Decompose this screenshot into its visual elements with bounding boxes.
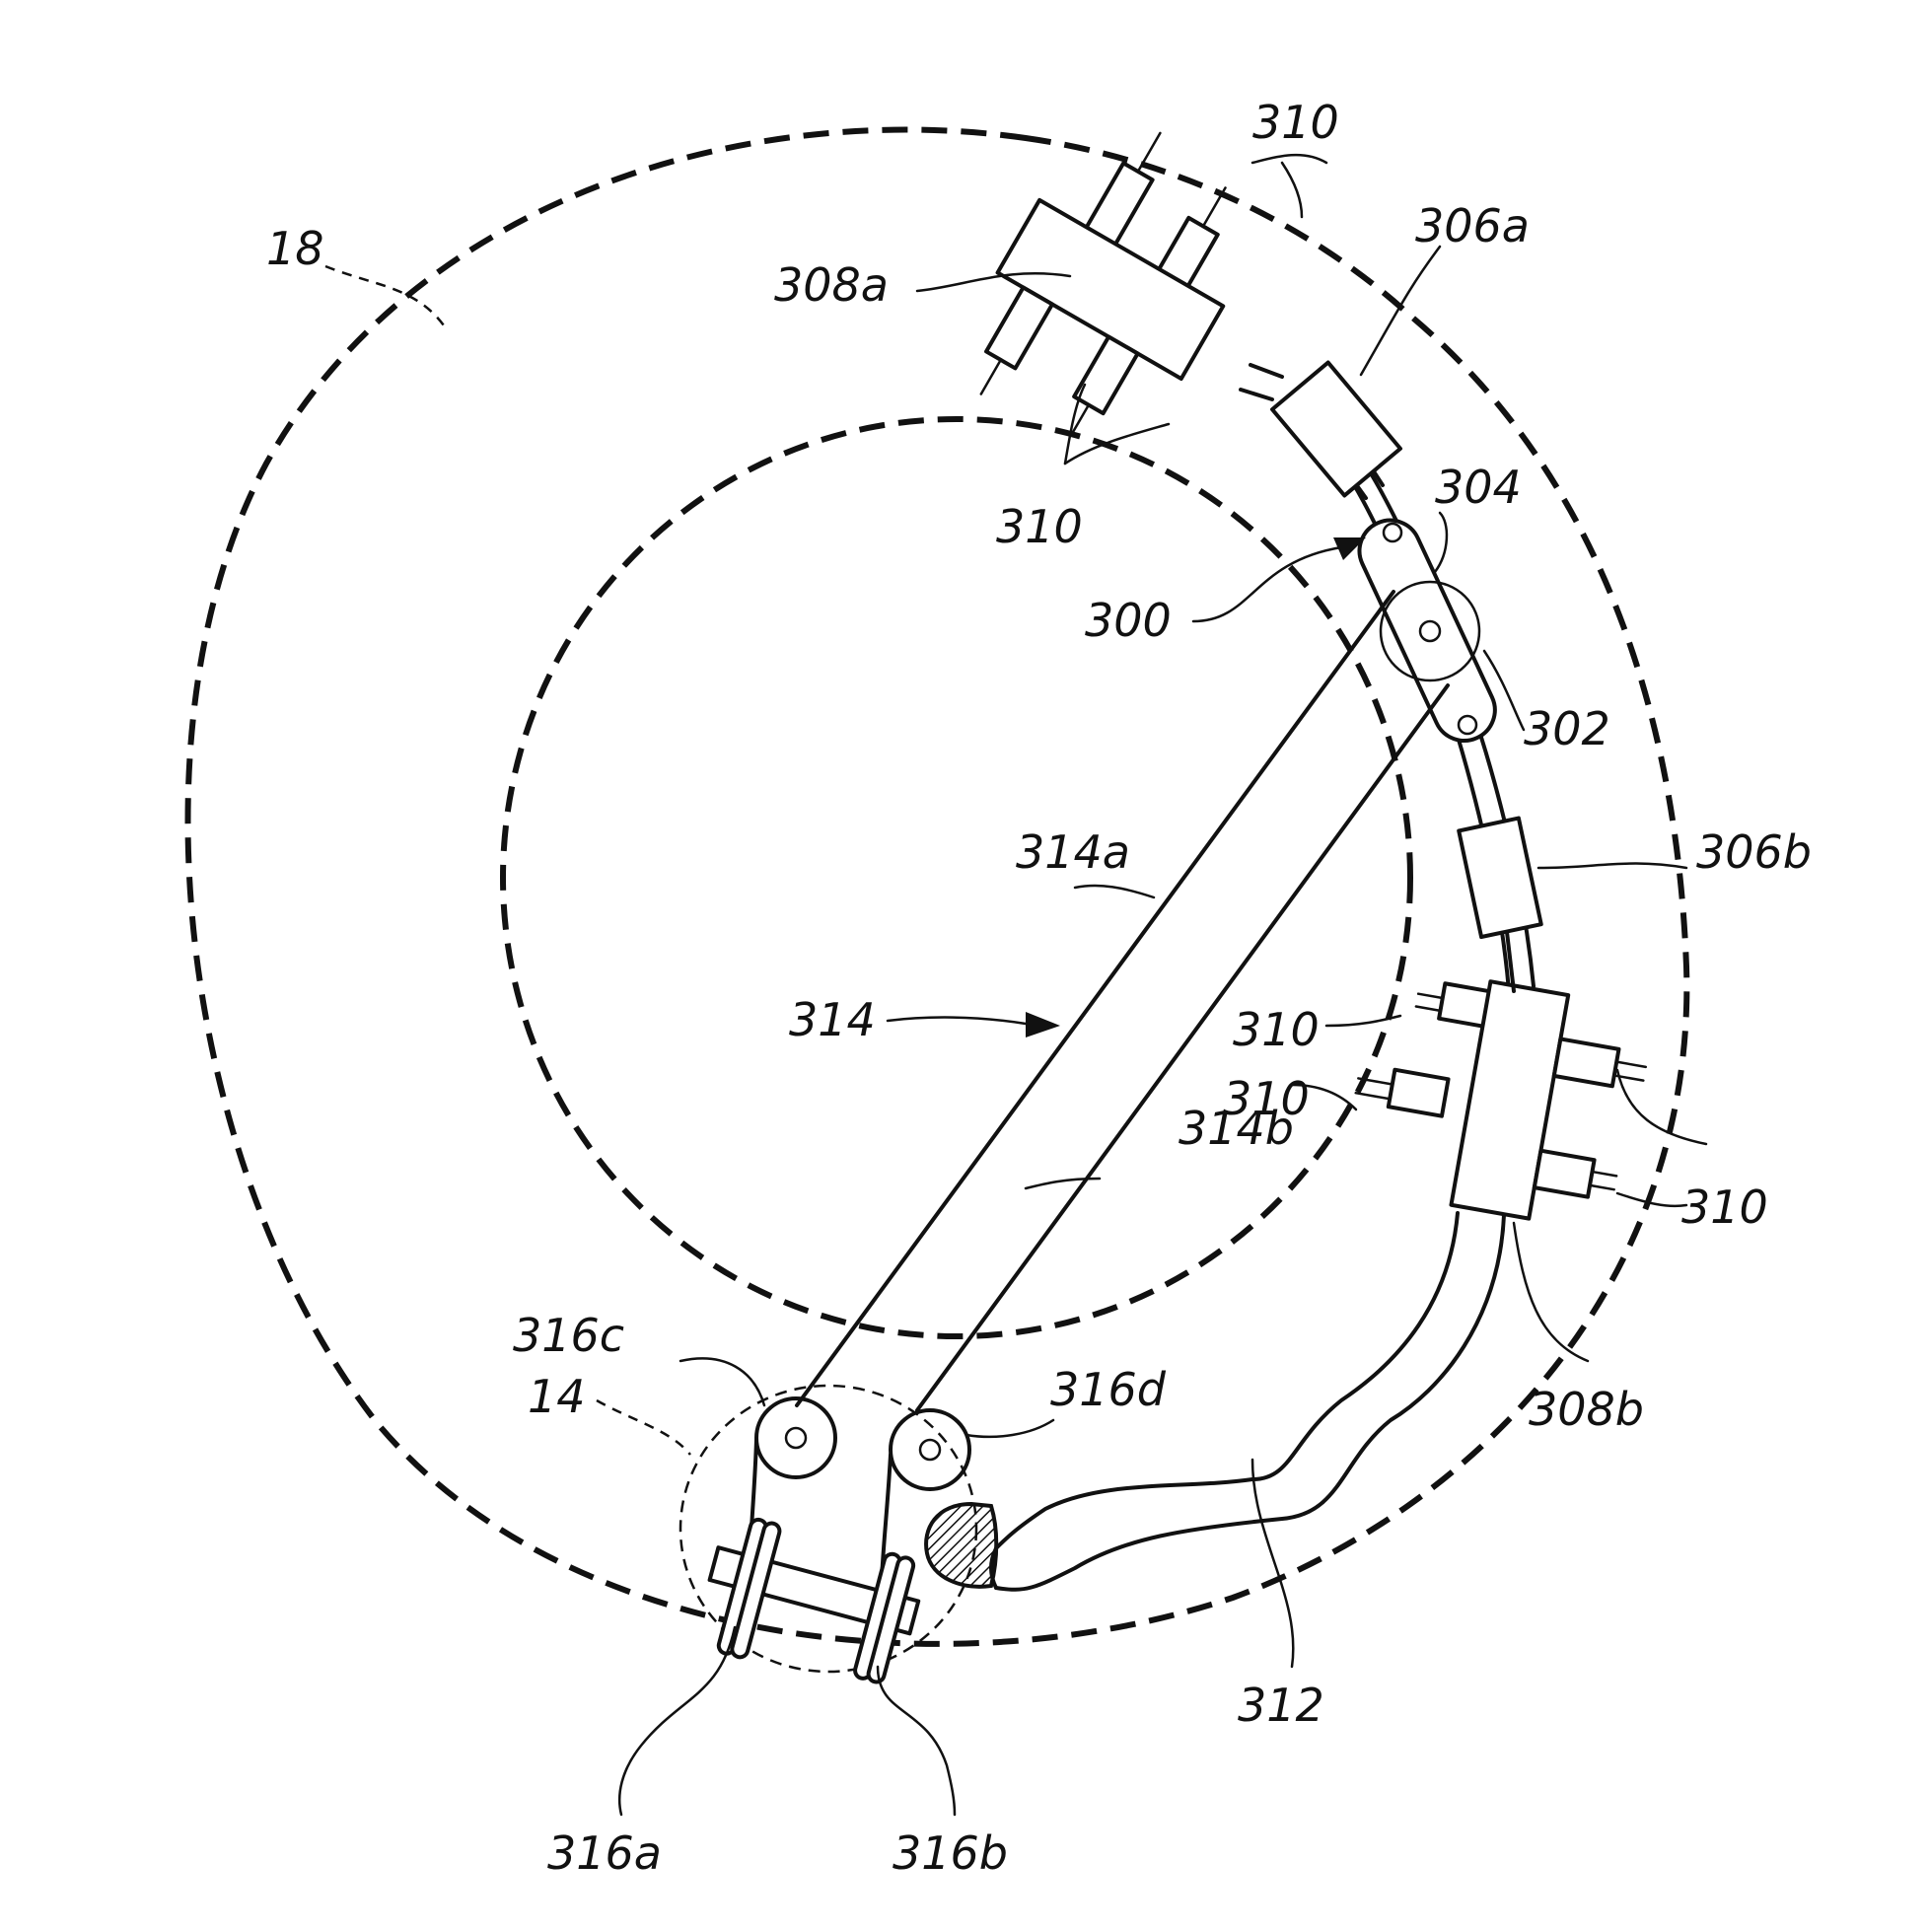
block-306b (1459, 819, 1541, 937)
label-316a: 316a (547, 1826, 662, 1880)
label-314b: 314b (1179, 1102, 1294, 1155)
top-connector-2 (1241, 390, 1272, 399)
label-306a: 306a (1415, 199, 1530, 252)
label-302: 302 (1524, 702, 1610, 755)
leader-316c (680, 1358, 764, 1405)
cylinder-310-right-lower (1535, 1151, 1595, 1197)
block-306b-group (1459, 819, 1541, 937)
top-connector-1 (1250, 365, 1282, 377)
leader-300 (1193, 547, 1341, 621)
label-306b: 306b (1696, 825, 1812, 879)
label-308a: 308a (774, 258, 889, 312)
label-312: 312 (1238, 1679, 1324, 1732)
arrow-314 (1026, 1012, 1060, 1038)
leader-310-top-b (1282, 163, 1302, 217)
outer-dashed-boundary (188, 130, 1687, 1644)
leader-310-top-a (1252, 155, 1326, 163)
label-314: 314 (789, 993, 876, 1046)
label-310-right1: 310 (1681, 1181, 1768, 1234)
cylinder-310-right-upper (1554, 1038, 1619, 1086)
block-308b-group (1339, 962, 1656, 1234)
cylinder-310-bottom-left (986, 287, 1052, 368)
cylinder-310-bottom-right (1074, 336, 1137, 413)
label-18: 18 (266, 222, 324, 275)
label-14: 14 (528, 1370, 586, 1423)
label-304: 304 (1435, 461, 1522, 514)
pulley-316c-hub (786, 1428, 806, 1448)
leader-316b (878, 1667, 955, 1815)
leader-314a (1075, 886, 1154, 897)
label-310-mid1: 310 (1233, 1003, 1320, 1056)
label-316c: 316c (513, 1309, 624, 1362)
leader-14 (597, 1400, 690, 1455)
block-306a (1272, 363, 1400, 496)
block-306a-group (1272, 363, 1400, 496)
leader-314 (888, 1018, 1026, 1024)
cable-314b (917, 685, 1448, 1410)
label-310-left: 310 (996, 500, 1083, 553)
inner-dashed-circle (503, 419, 1410, 1336)
anchor-hatched (926, 1504, 996, 1587)
pulley-316c (756, 1398, 835, 1477)
leader-306b (1538, 864, 1686, 868)
leader-312 (1252, 1460, 1293, 1667)
pulley-316d (891, 1410, 969, 1489)
label-316b: 316b (893, 1826, 1008, 1880)
leader-316d (966, 1420, 1053, 1437)
label-316d: 316d (1050, 1363, 1167, 1416)
pulley-316d-hub (920, 1440, 940, 1460)
leader-304 (1435, 513, 1447, 572)
leader-310-right1 (1617, 1070, 1706, 1144)
leader-316a (619, 1627, 735, 1815)
label-310-top: 310 (1252, 96, 1339, 149)
label-300: 300 (1085, 594, 1172, 647)
leader-310-mid1 (1326, 1016, 1400, 1026)
cable-314a (797, 592, 1393, 1405)
cylinder-310-left-lower (1389, 1070, 1449, 1116)
leader-310-left-b (1065, 424, 1169, 464)
label-308b: 308b (1529, 1383, 1644, 1436)
label-314a: 314a (1016, 825, 1130, 879)
leader-314b (1026, 1179, 1100, 1188)
